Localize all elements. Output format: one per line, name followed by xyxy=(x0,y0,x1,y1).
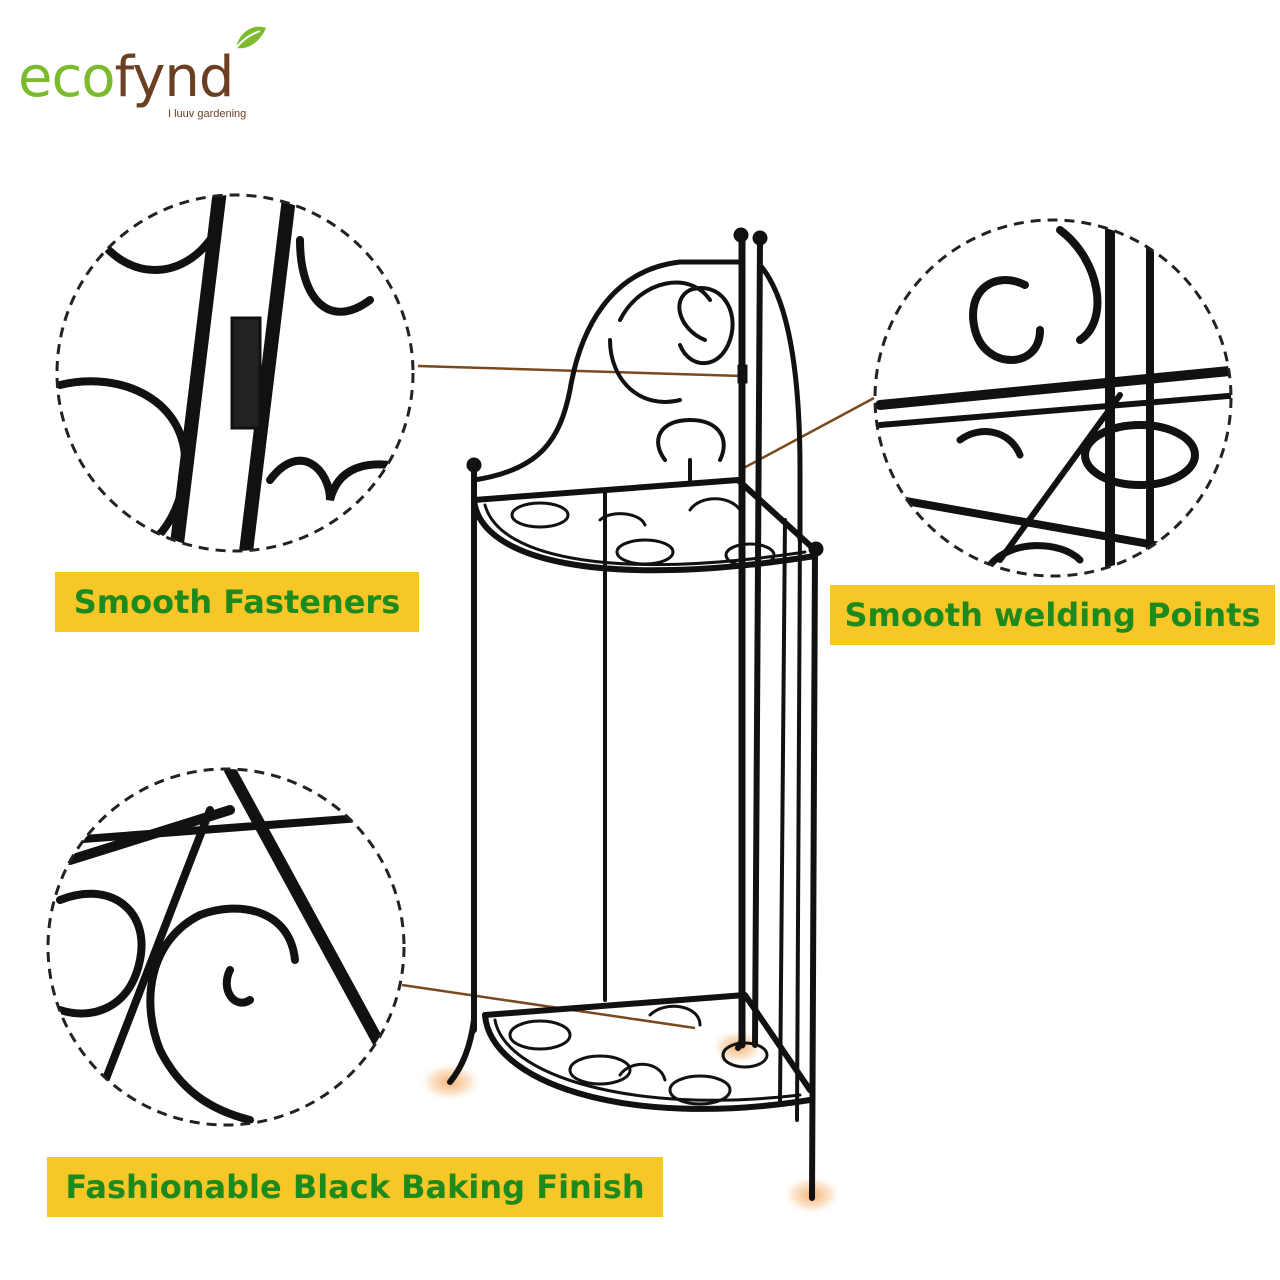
brand-wordmark: ecofynd xyxy=(18,50,234,106)
corner-plant-stand xyxy=(447,227,824,1201)
brand-logo: ecofynd I luuv gardening xyxy=(18,18,268,128)
brand-tagline: I luuv gardening xyxy=(168,108,247,120)
leader-lines xyxy=(401,364,875,1030)
leader-line-fasteners xyxy=(417,364,743,378)
feature-label-fasteners: Smooth Fasteners xyxy=(55,572,419,632)
zoom-circle-welding xyxy=(873,218,1233,578)
zoom-circle-fasteners xyxy=(55,193,415,553)
feature-label-finish: Fashionable Black Baking Finish xyxy=(47,1157,663,1217)
brand-name-eco: eco xyxy=(18,45,116,110)
leaf-bird-icon xyxy=(235,26,266,49)
zoom-circle-finish xyxy=(46,767,406,1127)
brand-name-fynd: fynd xyxy=(114,45,235,110)
leader-line-finish xyxy=(401,983,696,1030)
leader-line-welding xyxy=(739,396,875,472)
feature-label-welding: Smooth welding Points xyxy=(830,585,1275,645)
